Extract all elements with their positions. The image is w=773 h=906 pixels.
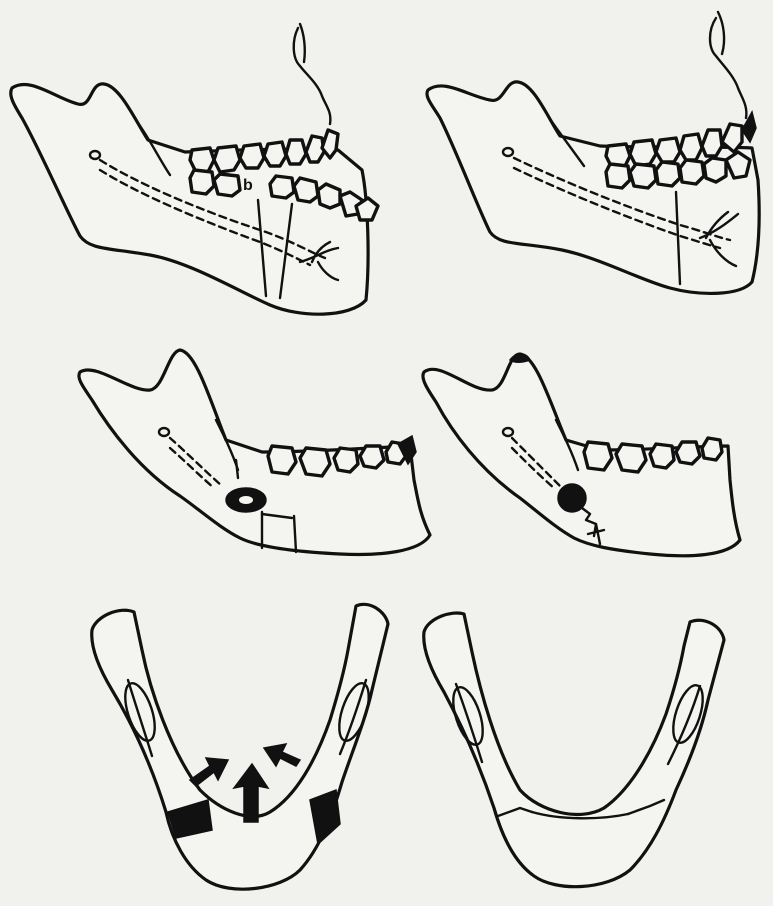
nose-profile — [294, 28, 331, 124]
panel-lateral-fracture-mid-left — [79, 350, 430, 554]
cyst-lumen — [239, 496, 253, 504]
panel-frontal-reduced-bottom-right — [424, 613, 724, 887]
panel-frontal-displaced-bottom-left — [92, 604, 388, 889]
tooth-marker-glyph: b — [243, 177, 253, 194]
nose-tip — [300, 24, 305, 62]
right-displacement-arrow — [264, 744, 300, 766]
mandible-outline — [427, 82, 759, 294]
left-displacement-arrow — [190, 758, 228, 786]
nose-tip — [718, 12, 724, 54]
nose-profile — [710, 18, 746, 118]
panel-lateral-fixed-mid-right — [423, 354, 740, 556]
coronoid-tip — [510, 354, 530, 362]
panel-lateral-fixed-top-right — [427, 12, 759, 293]
mandible-body-outline — [424, 613, 724, 887]
panel-lateral-fracture-top-left: b — [11, 24, 378, 314]
